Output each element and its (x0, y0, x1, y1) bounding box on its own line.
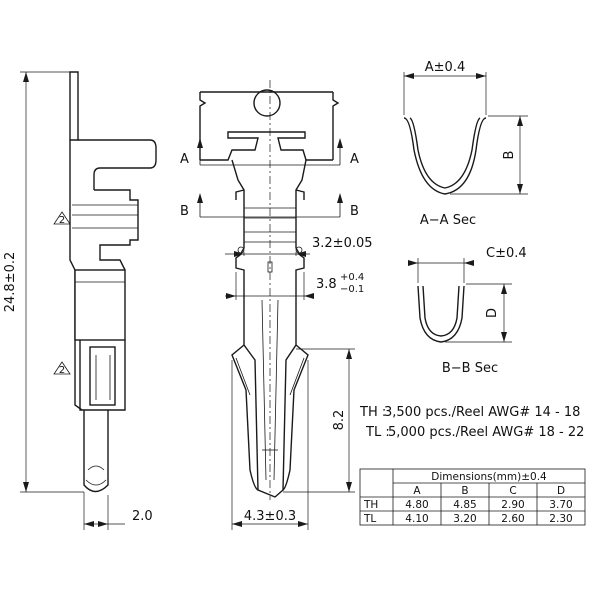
dim-overall-length: 24.8±0.2 (3, 71, 84, 493)
svg-text:2: 2 (59, 365, 65, 376)
bb-height-label: D (485, 308, 500, 318)
section-aa: A±0.4 B A−A Sec (403, 60, 528, 228)
table-cell: 2.30 (549, 513, 572, 525)
svg-text:2: 2 (59, 215, 65, 226)
dim-3-8-label: 3.8 (316, 277, 337, 292)
aa-width-label: A±0.4 (425, 60, 465, 75)
dim-4-3: 4.3±0.3 (231, 360, 309, 530)
dim-8-2: 8.2 (283, 348, 355, 493)
note-mark-1: 2 (53, 211, 71, 226)
table-col-b: B (461, 485, 468, 497)
svg-text:B: B (350, 204, 359, 219)
aa-height-label: B (502, 151, 517, 160)
table-col-c: C (509, 485, 516, 497)
side-view (69, 71, 157, 493)
table-col-d: D (557, 485, 565, 497)
spec-th-code: TH : (359, 405, 386, 420)
spec-tl-text: 5,000 pcs./Reel AWG# 18 - 22 (388, 425, 584, 440)
svg-text:A: A (350, 152, 359, 167)
dim-width-left: 2.0 (83, 492, 153, 530)
table-row-tl-label: TL (363, 513, 376, 525)
table-cell: 3.20 (453, 513, 476, 525)
note-mark-2: 2 (53, 361, 71, 376)
dim-3-2: 3.2±0.05 (225, 236, 373, 257)
spec-tl-code: TL : (365, 425, 390, 440)
bb-width-label: C±0.4 (486, 246, 527, 261)
table-title: Dimensions(mm)±0.4 (431, 471, 547, 483)
width-left-label: 2.0 (132, 509, 153, 524)
overall-length-label: 24.8±0.2 (3, 252, 18, 313)
dim-3-8-minus: −0.1 (340, 284, 364, 295)
dim-8-2-label: 8.2 (332, 410, 347, 431)
table-cell: 4.85 (453, 499, 476, 511)
bb-caption: B−B Sec (442, 361, 498, 376)
dim-3-8: 3.8 +0.4 −0.1 (225, 272, 364, 300)
svg-text:A: A (180, 152, 189, 167)
table-cell: 4.10 (405, 513, 428, 525)
table-row-th-label: TH (363, 499, 378, 511)
table-cell: 2.60 (501, 513, 524, 525)
table-cell: 2.90 (501, 499, 524, 511)
dimensions-table: Dimensions(mm)±0.4 A B C D TH 4.80 4.85 … (359, 468, 586, 526)
table-cell: 3.70 (549, 499, 572, 511)
spec-lines: TH : 3,500 pcs./Reel AWG# 14 - 18 TL : 5… (359, 405, 584, 440)
svg-text:B: B (180, 204, 189, 219)
front-view (199, 89, 340, 498)
aa-caption: A−A Sec (420, 213, 476, 228)
section-b-marker: B B (180, 193, 359, 219)
section-bb: C±0.4 D B−B Sec (408, 246, 527, 376)
dim-3-8-plus: +0.4 (340, 272, 364, 283)
table-col-a: A (413, 485, 421, 497)
table-cell: 4.80 (405, 499, 428, 511)
dim-4-3-label: 4.3±0.3 (244, 509, 296, 524)
section-a-marker: A A (180, 138, 359, 167)
spec-th-text: 3,500 pcs./Reel AWG# 14 - 18 (384, 405, 580, 420)
dim-3-2-label: 3.2±0.05 (312, 236, 373, 251)
